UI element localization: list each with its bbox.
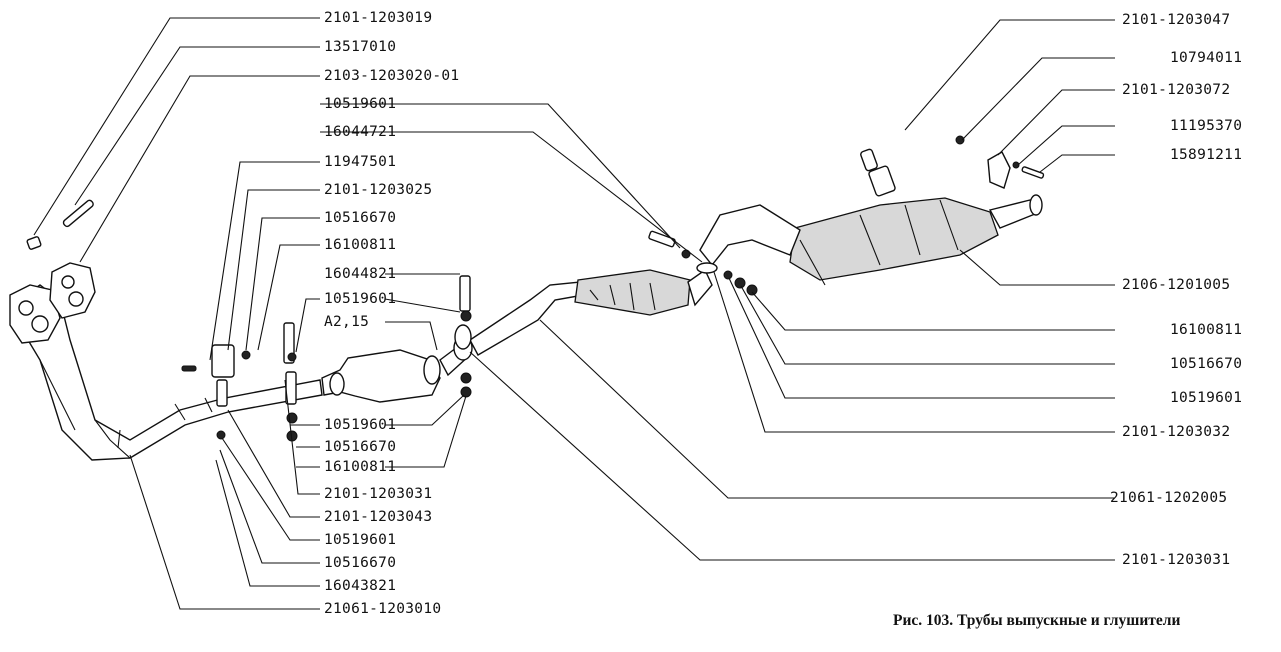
label-part-14: 10516670 xyxy=(324,439,397,455)
front-muffler xyxy=(321,335,473,403)
label-part-11: 10519601 xyxy=(324,291,397,307)
label-part-16: 2101-1203031 xyxy=(324,486,433,502)
label-part-08: 10516670 xyxy=(324,210,397,226)
leader-lines xyxy=(33,17,1115,610)
label-part-21: 21061-1203010 xyxy=(324,601,442,617)
label-part-05: 16044721 xyxy=(324,124,397,140)
label-part-12: А2,15 xyxy=(324,314,370,330)
label-part-26: 15891211 xyxy=(1170,147,1243,163)
nut-and-stud xyxy=(26,199,94,250)
label-part-01: 2101-1203019 xyxy=(324,10,433,26)
label-part-17: 2101-1203043 xyxy=(324,509,433,525)
label-part-31: 2101-1203032 xyxy=(1122,424,1231,440)
label-part-07: 2101-1203025 xyxy=(324,182,433,198)
label-part-09: 16100811 xyxy=(324,237,397,253)
label-part-13: 10519601 xyxy=(324,417,397,433)
label-part-25: 11195370 xyxy=(1170,118,1243,134)
label-part-28: 16100811 xyxy=(1170,322,1243,338)
label-part-24: 2101-1203072 xyxy=(1122,82,1231,98)
label-part-03: 2103-1203020-01 xyxy=(324,68,460,84)
label-part-04: 10519601 xyxy=(324,96,397,112)
label-part-32: 21061-1202005 xyxy=(1110,490,1228,506)
label-part-27: 2106-1201005 xyxy=(1122,277,1231,293)
label-part-18: 10519601 xyxy=(324,532,397,548)
flange-gasket xyxy=(49,262,96,319)
label-part-10: 16044821 xyxy=(324,266,397,282)
label-part-33: 2101-1203031 xyxy=(1122,552,1231,568)
intermediate-pipe xyxy=(469,268,713,356)
label-part-02: 13517010 xyxy=(324,39,397,55)
label-part-15: 16100811 xyxy=(324,459,397,475)
figure-caption: Рис. 103. Трубы выпускные и глушители xyxy=(893,612,1181,629)
washers-and-nuts xyxy=(181,135,1020,442)
exhaust-manifold-flange xyxy=(9,284,61,344)
label-part-29: 10516670 xyxy=(1170,356,1243,372)
rear-muffler xyxy=(699,194,1043,286)
label-part-19: 10516670 xyxy=(324,555,397,571)
label-part-30: 10519601 xyxy=(1170,390,1243,406)
label-part-23: 10794011 xyxy=(1170,50,1243,66)
label-part-06: 11947501 xyxy=(324,154,397,170)
label-part-22: 2101-1203047 xyxy=(1122,12,1231,28)
label-part-20: 16043821 xyxy=(324,578,397,594)
